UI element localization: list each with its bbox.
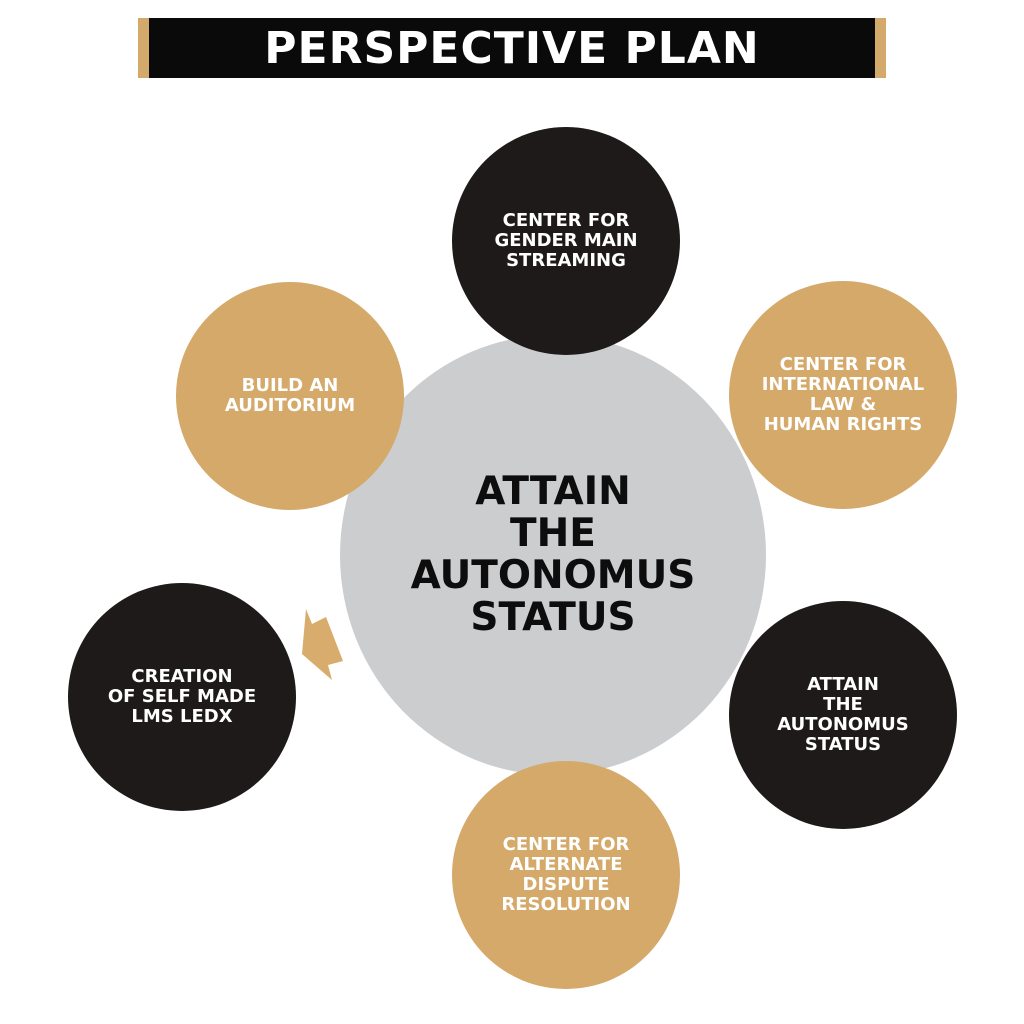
node-label: BUILD AN AUDITORIUM [224,374,356,416]
node-label: CENTER FOR GENDER MAIN STREAMING [494,209,638,272]
node-lms-ledx: CREATION OF SELF MADE LMS LEDX [68,583,296,811]
node-label: ATTAIN THE AUTONOMUS STATUS [777,673,909,756]
node-gender-mainstreaming: CENTER FOR GENDER MAIN STREAMING [452,127,680,355]
arrow-shape [302,609,343,680]
title-banner: PERSPECTIVE PLAN [138,18,886,78]
node-international-law: CENTER FOR INTERNATIONAL LAW & HUMAN RIG… [729,281,957,509]
node-label: CENTER FOR ALTERNATE DISPUTE RESOLUTION [501,833,631,916]
node-auditorium: BUILD AN AUDITORIUM [176,282,404,510]
node-autonomous-status: ATTAIN THE AUTONOMUS STATUS [729,601,957,829]
node-label: CREATION OF SELF MADE LMS LEDX [107,665,257,728]
page-title: PERSPECTIVE PLAN [264,22,760,74]
node-dispute-resolution: CENTER FOR ALTERNATE DISPUTE RESOLUTION [452,761,680,989]
center-circle: ATTAIN THE AUTONOMUS STATUS [340,335,766,775]
node-label: CENTER FOR INTERNATIONAL LAW & HUMAN RIG… [761,353,925,436]
center-label: ATTAIN THE AUTONOMUS STATUS [410,468,696,641]
